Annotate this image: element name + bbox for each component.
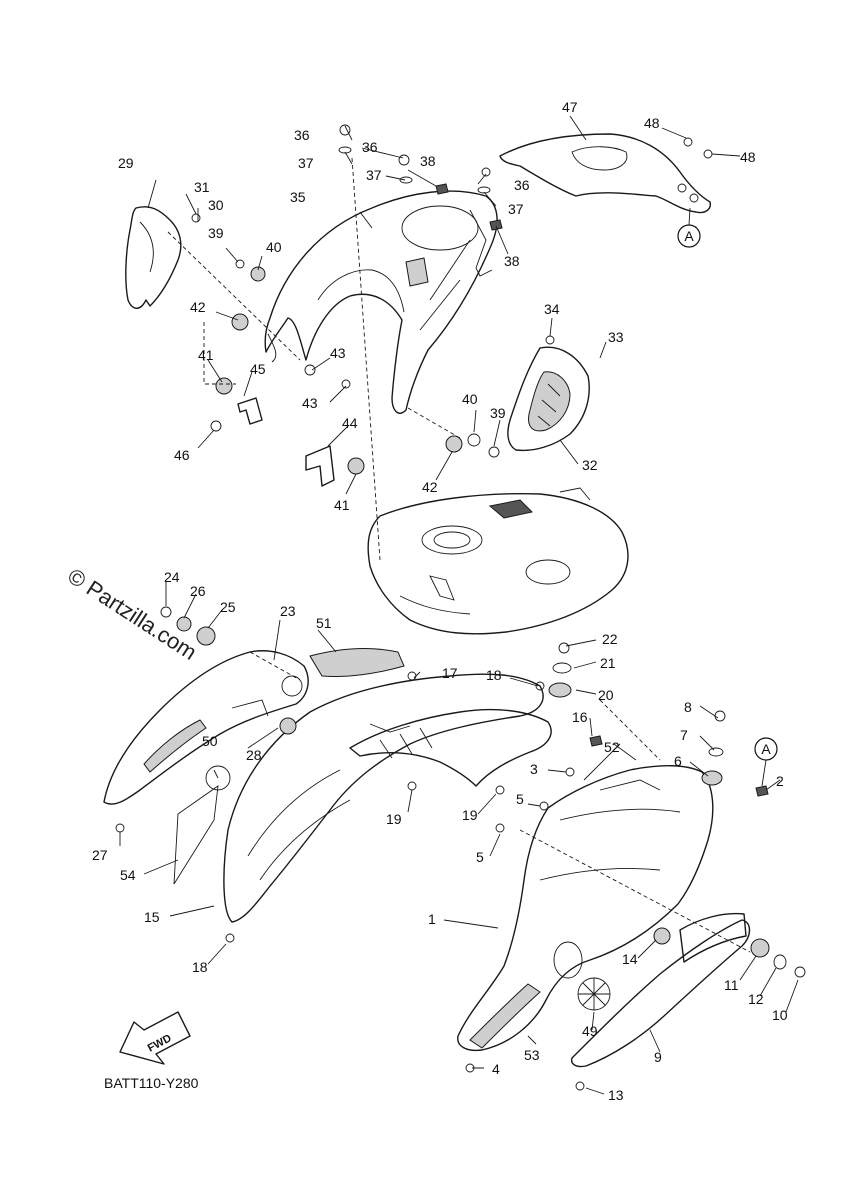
callout-12: 12 [748,991,764,1007]
callout-18: 18 [192,959,208,975]
callout-41: 41 [198,347,214,363]
watermark: © Partzilla.com [63,563,201,665]
callout-37: 37 [508,201,524,217]
callout-37: 37 [298,155,314,171]
callout-24: 24 [164,569,180,585]
callout-33: 33 [608,329,624,345]
callout-26: 26 [190,583,206,599]
callout-4: 4 [492,1061,500,1077]
callout-30: 30 [208,197,224,213]
callout-23: 23 [280,603,296,619]
callout-16: 16 [572,709,588,725]
upper-right-cover [499,133,711,214]
air-duct-panel [507,346,590,452]
fuel-tank [367,487,629,635]
callout-42: 42 [190,299,206,315]
callout-40: 40 [462,391,478,407]
callout-46: 46 [174,447,190,463]
callout-18: 18 [486,667,502,683]
callout-38: 38 [504,253,520,269]
callout-27: 27 [92,847,108,863]
callout-35: 35 [290,189,306,205]
callout-32: 32 [582,457,598,473]
callout-20: 20 [598,687,614,703]
callout-52: 52 [604,739,620,755]
diagram-code: BATT110-Y280 [104,1075,199,1091]
emblem-49 [577,977,611,1011]
callout-38: 38 [420,153,436,169]
emblem-50 [205,765,231,791]
callout-53: 53 [524,1047,540,1063]
callout-44: 44 [342,415,358,431]
main-lower-cover [457,765,714,1052]
callout-1: 1 [428,911,436,927]
callout-17: 17 [442,665,458,681]
callout-43: 43 [330,345,346,361]
callout-3: 3 [530,761,538,777]
callout-45: 45 [250,361,266,377]
callout-43: 43 [302,395,318,411]
reference-marker-a-right: A [754,737,778,761]
callout-36: 36 [294,127,310,143]
callout-8: 8 [684,699,692,715]
tank-top-cover [264,190,498,414]
callout-40: 40 [266,239,282,255]
callout-36: 36 [514,177,530,193]
callout-15: 15 [144,909,160,925]
callout-49: 49 [582,1023,598,1039]
callout-28: 28 [246,747,262,763]
callout-39: 39 [490,405,506,421]
callout-47: 47 [562,99,578,115]
left-side-cover [223,673,544,923]
decal-54 [173,785,219,885]
callout-34: 34 [544,301,560,317]
callout-11: 11 [724,977,739,993]
callout-5: 5 [476,849,484,865]
callout-29: 29 [118,155,134,171]
svg-text:A: A [761,741,771,757]
callout-19: 19 [462,807,478,823]
bracket-45 [237,397,263,425]
callouts: 1 2 3 4 5 5 6 7 8 9 10 11 12 13 14 15 16… [92,99,788,1103]
callout-5: 5 [516,791,524,807]
callout-9: 9 [654,1049,662,1065]
reference-marker-a-top: A [677,224,701,248]
callout-10: 10 [772,1007,788,1023]
callout-14: 14 [622,951,638,967]
callout-50: 50 [202,733,218,749]
left-front-cowl [103,650,309,805]
callout-41: 41 [334,497,350,513]
lower-right-trim [570,912,751,1068]
bracket-44 [305,445,335,487]
callout-39: 39 [208,225,224,241]
callout-25: 25 [220,599,236,615]
inner-lower-panel [349,708,552,787]
callout-7: 7 [680,727,688,743]
callout-19: 19 [386,811,402,827]
callout-36: 36 [362,139,378,155]
callout-51: 51 [316,615,332,631]
leader-lines [119,115,799,1095]
svg-text:A: A [684,228,694,244]
callout-13: 13 [608,1087,624,1103]
callout-31: 31 [194,179,210,195]
left-side-panel [125,206,182,309]
callout-21: 21 [600,655,616,671]
callout-48: 48 [740,149,756,165]
callout-2: 2 [776,773,784,789]
forward-arrow-icon: FWD [119,1011,191,1065]
callout-37: 37 [366,167,382,183]
callout-54: 54 [120,867,136,883]
callout-22: 22 [602,631,618,647]
callout-42: 42 [422,479,438,495]
grille-53 [469,983,541,1049]
callout-6: 6 [674,753,682,769]
panel-51 [309,648,405,677]
callout-48: 48 [644,115,660,131]
